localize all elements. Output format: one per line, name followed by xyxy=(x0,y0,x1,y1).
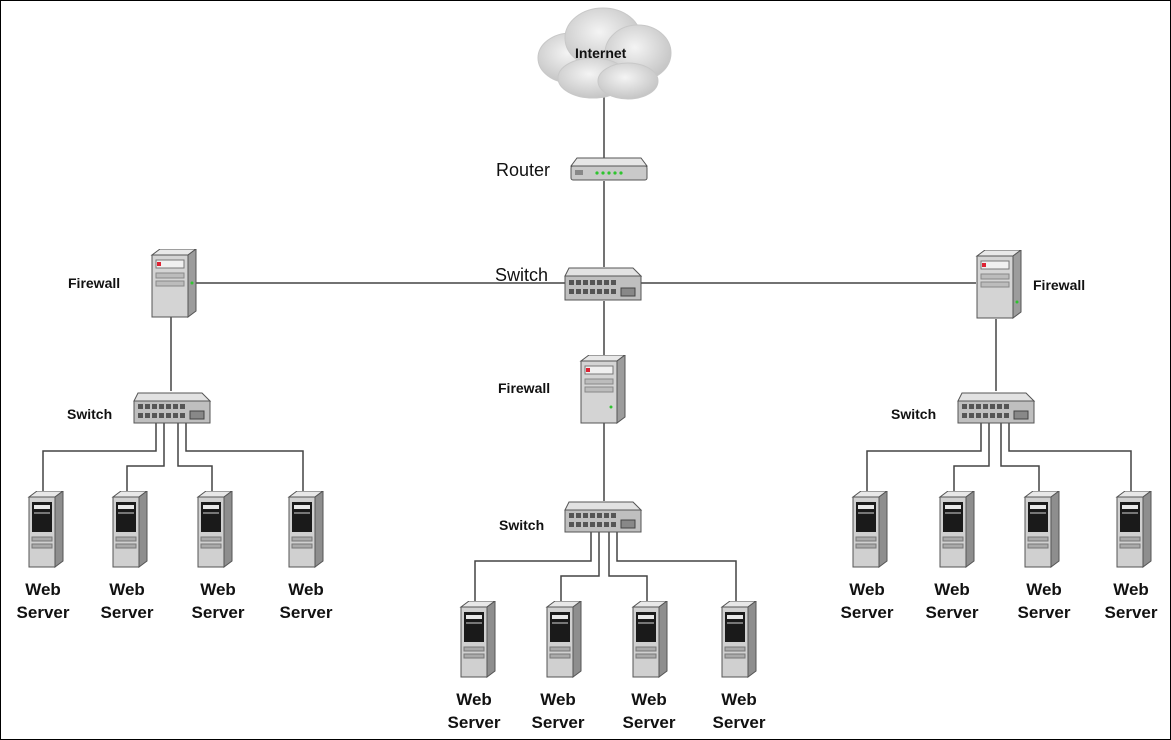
right-link-2 xyxy=(953,423,990,496)
server-icon xyxy=(196,491,233,568)
web-server-label: Web Server xyxy=(1091,578,1170,624)
switch-icon xyxy=(564,267,643,301)
center-link-1 xyxy=(474,531,592,606)
left-switch-label: Switch xyxy=(67,406,113,422)
center-link-3 xyxy=(608,531,648,606)
web-server-line2: Server xyxy=(531,713,585,732)
web-server-line2: Server xyxy=(191,603,245,622)
web-server-line2: Server xyxy=(925,603,979,622)
web-server-line1: Web xyxy=(1113,580,1149,599)
center-link-4 xyxy=(616,531,737,606)
left-link-4 xyxy=(185,423,304,496)
web-server-label: Web Server xyxy=(827,578,907,624)
switch-icon xyxy=(133,392,212,424)
left-firewall-label: Firewall xyxy=(68,275,121,291)
left-link-1 xyxy=(42,423,157,496)
router-label: Router xyxy=(496,160,551,180)
web-server-line1: Web xyxy=(200,580,236,599)
left-link-2 xyxy=(126,423,165,496)
web-server-line1: Web xyxy=(540,690,576,709)
right-switch-label: Switch xyxy=(891,406,937,422)
web-server-label: Web Server xyxy=(3,578,83,624)
web-server-line1: Web xyxy=(109,580,145,599)
server-icon xyxy=(111,491,148,568)
web-server-line1: Web xyxy=(849,580,885,599)
server-icon xyxy=(287,491,324,568)
web-server-label: Web Server xyxy=(699,688,779,734)
switch-icon xyxy=(564,501,643,533)
web-server-label: Web Server xyxy=(1004,578,1084,624)
left-link-3 xyxy=(177,423,213,496)
web-server-line1: Web xyxy=(631,690,667,709)
server-icon xyxy=(459,601,496,678)
web-server-line1: Web xyxy=(1026,580,1062,599)
right-link-1 xyxy=(866,423,982,496)
server-icon xyxy=(720,601,757,678)
web-server-label: Web Server xyxy=(178,578,258,624)
center-link-2 xyxy=(560,531,600,606)
server-icon xyxy=(631,601,668,678)
center-switch-label: Switch xyxy=(499,517,545,533)
core-switch-label: Switch xyxy=(495,265,549,285)
right-firewall-label: Firewall xyxy=(1033,277,1086,293)
web-server-line2: Server xyxy=(712,713,766,732)
web-server-line2: Server xyxy=(279,603,333,622)
server-icon xyxy=(545,601,582,678)
router-icon xyxy=(570,157,648,181)
web-server-line2: Server xyxy=(1104,603,1158,622)
web-server-line1: Web xyxy=(25,580,61,599)
internet-label: Internet xyxy=(575,45,627,61)
web-server-label: Web Server xyxy=(87,578,167,624)
web-server-line1: Web xyxy=(456,690,492,709)
server-icon xyxy=(851,491,888,568)
firewall-icon xyxy=(150,249,197,318)
web-server-line1: Web xyxy=(721,690,757,709)
web-server-label: Web Server xyxy=(518,688,598,734)
server-icon xyxy=(1115,491,1152,568)
center-firewall-label: Firewall xyxy=(498,380,551,396)
switch-icon xyxy=(957,392,1036,424)
right-link-4 xyxy=(1008,423,1132,496)
server-icon xyxy=(1023,491,1060,568)
web-server-label: Web Server xyxy=(912,578,992,624)
web-server-line1: Web xyxy=(288,580,324,599)
web-server-label: Web Server xyxy=(434,688,514,734)
web-server-line1: Web xyxy=(934,580,970,599)
firewall-icon xyxy=(579,355,626,424)
server-icon xyxy=(938,491,975,568)
server-icon xyxy=(27,491,64,568)
right-link-3 xyxy=(1000,423,1040,496)
web-server-line2: Server xyxy=(622,713,676,732)
web-server-line2: Server xyxy=(840,603,894,622)
firewall-icon xyxy=(975,250,1022,319)
web-server-line2: Server xyxy=(16,603,70,622)
web-server-line2: Server xyxy=(447,713,501,732)
web-server-label: Web Server xyxy=(609,688,689,734)
web-server-line2: Server xyxy=(100,603,154,622)
web-server-line2: Server xyxy=(1017,603,1071,622)
cloud-icon xyxy=(537,7,672,100)
web-server-label: Web Server xyxy=(266,578,346,624)
